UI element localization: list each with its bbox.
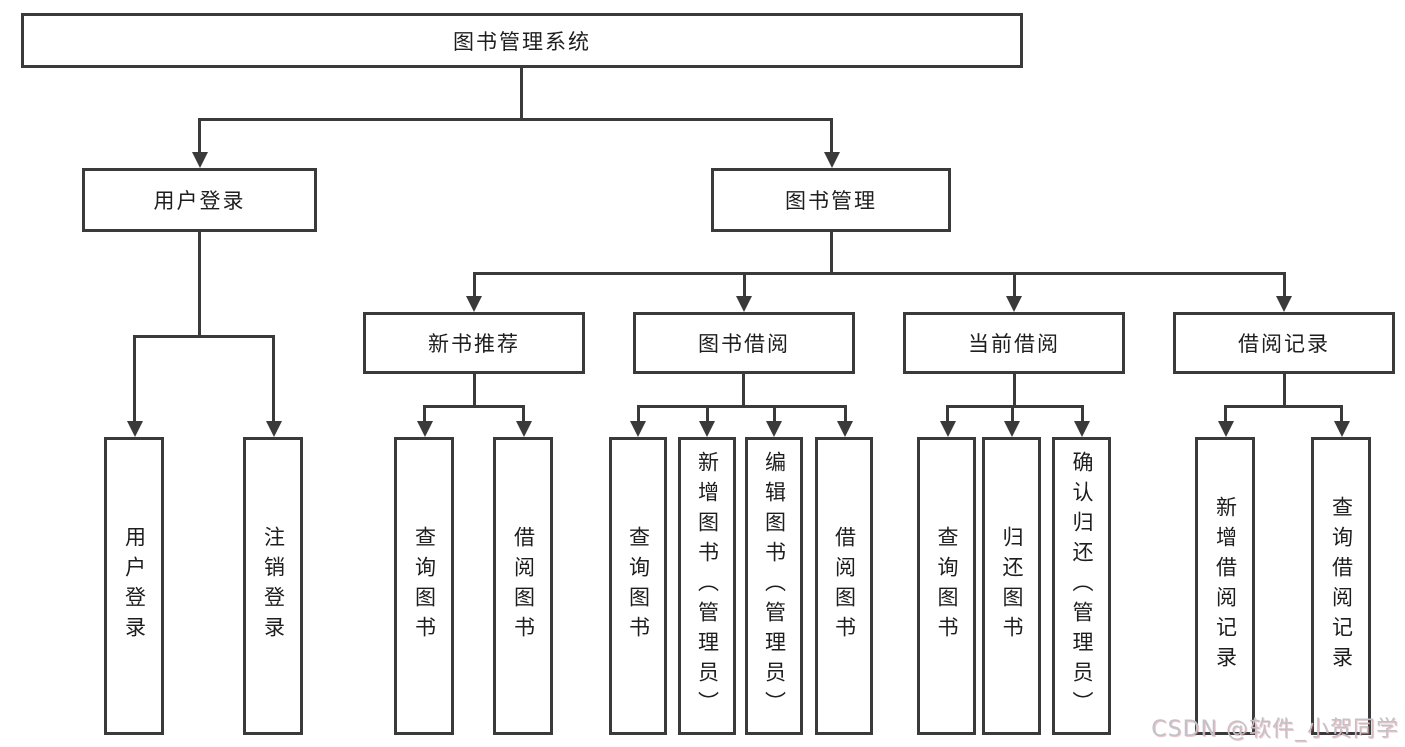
- connector-drop: [773, 405, 776, 423]
- leaf-label: 查询图书: [935, 526, 959, 646]
- arrow-down-icon: [266, 421, 282, 437]
- leaf-user-login: 用户登录: [104, 437, 164, 735]
- arrow-down-icon: [940, 421, 956, 437]
- leaf-add-books-admin: 新增图书（管理员）: [678, 437, 736, 735]
- connector-drop: [1081, 405, 1084, 423]
- leaf-label: 借阅图书: [832, 526, 857, 646]
- connector-drop: [473, 272, 476, 298]
- arrow-down-icon: [417, 421, 433, 437]
- leaf-query-borrow-record: 查询借阅记录: [1311, 437, 1371, 735]
- connector-drop: [1013, 272, 1016, 298]
- arrow-down-icon: [837, 421, 853, 437]
- connector-drop: [133, 335, 136, 423]
- connector-bar: [423, 405, 525, 408]
- connector-root-right-drop: [830, 118, 833, 154]
- connector-root-bar: [198, 118, 833, 121]
- node-new-book-recommendation: 新书推荐: [363, 312, 585, 374]
- leaf-borrow-books-recommend: 借阅图书: [493, 437, 553, 735]
- node-label: 当前借阅: [968, 332, 1060, 356]
- node-label: 用户登录: [153, 189, 246, 213]
- connector-bar: [946, 405, 1084, 408]
- leaf-query-books-current: 查询图书: [917, 437, 976, 735]
- connector-drop: [1283, 272, 1286, 298]
- connector-stem: [1283, 374, 1286, 408]
- connector-drop: [272, 335, 275, 423]
- connector-stem: [1013, 374, 1016, 408]
- connector-drop: [743, 272, 746, 298]
- arrow-down-icon: [1004, 421, 1020, 437]
- leaf-confirm-return-admin: 确认归还（管理员）: [1052, 437, 1111, 735]
- leaf-edit-books-admin: 编辑图书（管理员）: [745, 437, 803, 735]
- leaf-label: 借阅图书: [511, 526, 536, 646]
- connector-user-login-bar: [133, 335, 275, 338]
- leaf-label: 新增借阅记录: [1213, 496, 1238, 676]
- arrow-down-icon: [630, 421, 646, 437]
- connector-book-mgmt-bar: [473, 272, 1286, 275]
- connector-book-mgmt-stem: [830, 232, 833, 275]
- arrow-down-icon: [466, 296, 482, 312]
- connector-drop: [706, 405, 709, 423]
- node-book-borrowing: 图书借阅: [633, 312, 855, 374]
- connector-stem: [473, 374, 476, 408]
- node-borrowing-records: 借阅记录: [1173, 312, 1395, 374]
- arrow-down-icon: [516, 421, 532, 437]
- node-label: 借阅记录: [1238, 332, 1330, 356]
- leaf-return-books: 归还图书: [982, 437, 1041, 735]
- connector-root-stem: [520, 68, 523, 118]
- arrow-down-icon: [699, 421, 715, 437]
- connector-drop: [637, 405, 640, 423]
- leaf-label: 查询图书: [412, 526, 437, 646]
- leaf-label: 注销登录: [261, 526, 286, 646]
- connector-drop: [522, 405, 525, 423]
- connector-drop: [946, 405, 949, 423]
- csdn-watermark: CSDN @软件_小贺同学: [1151, 717, 1399, 742]
- leaf-query-books-borrowing: 查询图书: [609, 437, 667, 735]
- leaf-logout: 注销登录: [243, 437, 303, 735]
- connector-bar: [1224, 405, 1343, 408]
- connector-stem: [742, 374, 745, 408]
- arrow-down-icon: [192, 152, 208, 168]
- arrow-down-icon: [1006, 296, 1022, 312]
- leaf-label: 查询图书: [626, 526, 651, 646]
- connector-drop: [423, 405, 426, 423]
- leaf-borrow-books: 借阅图书: [815, 437, 873, 735]
- leaf-label: 归还图书: [1000, 526, 1024, 646]
- leaf-query-books-recommend: 查询图书: [394, 437, 454, 735]
- arrow-down-icon: [1218, 421, 1234, 437]
- connector-user-login-stem: [198, 232, 201, 338]
- node-current-borrowing: 当前借阅: [903, 312, 1125, 374]
- node-user-login: 用户登录: [82, 168, 317, 232]
- connector-drop: [1340, 405, 1343, 423]
- arrow-down-icon: [766, 421, 782, 437]
- arrow-down-icon: [1334, 421, 1350, 437]
- connector-drop: [844, 405, 847, 423]
- arrow-down-icon: [127, 421, 143, 437]
- arrow-down-icon: [736, 296, 752, 312]
- leaf-label: 编辑图书（管理员）: [762, 451, 787, 721]
- node-library-management-system: 图书管理系统: [21, 13, 1023, 68]
- connector-bar: [637, 405, 847, 408]
- arrow-down-icon: [1074, 421, 1090, 437]
- leaf-add-borrow-record: 新增借阅记录: [1195, 437, 1255, 735]
- arrow-down-icon: [824, 152, 840, 168]
- node-label: 图书管理: [785, 189, 877, 213]
- node-label: 图书借阅: [698, 332, 790, 356]
- leaf-label: 确认归还（管理员）: [1070, 451, 1094, 721]
- leaf-label: 新增图书（管理员）: [695, 451, 720, 721]
- connector-drop: [1011, 405, 1014, 423]
- node-label: 图书管理系统: [453, 29, 591, 54]
- node-book-management: 图书管理: [711, 168, 951, 232]
- connector-drop: [1224, 405, 1227, 423]
- connector-root-left-drop: [198, 118, 201, 154]
- arrow-down-icon: [1276, 296, 1292, 312]
- leaf-label: 查询借阅记录: [1329, 496, 1354, 676]
- leaf-label: 用户登录: [122, 526, 147, 646]
- node-label: 新书推荐: [428, 332, 520, 356]
